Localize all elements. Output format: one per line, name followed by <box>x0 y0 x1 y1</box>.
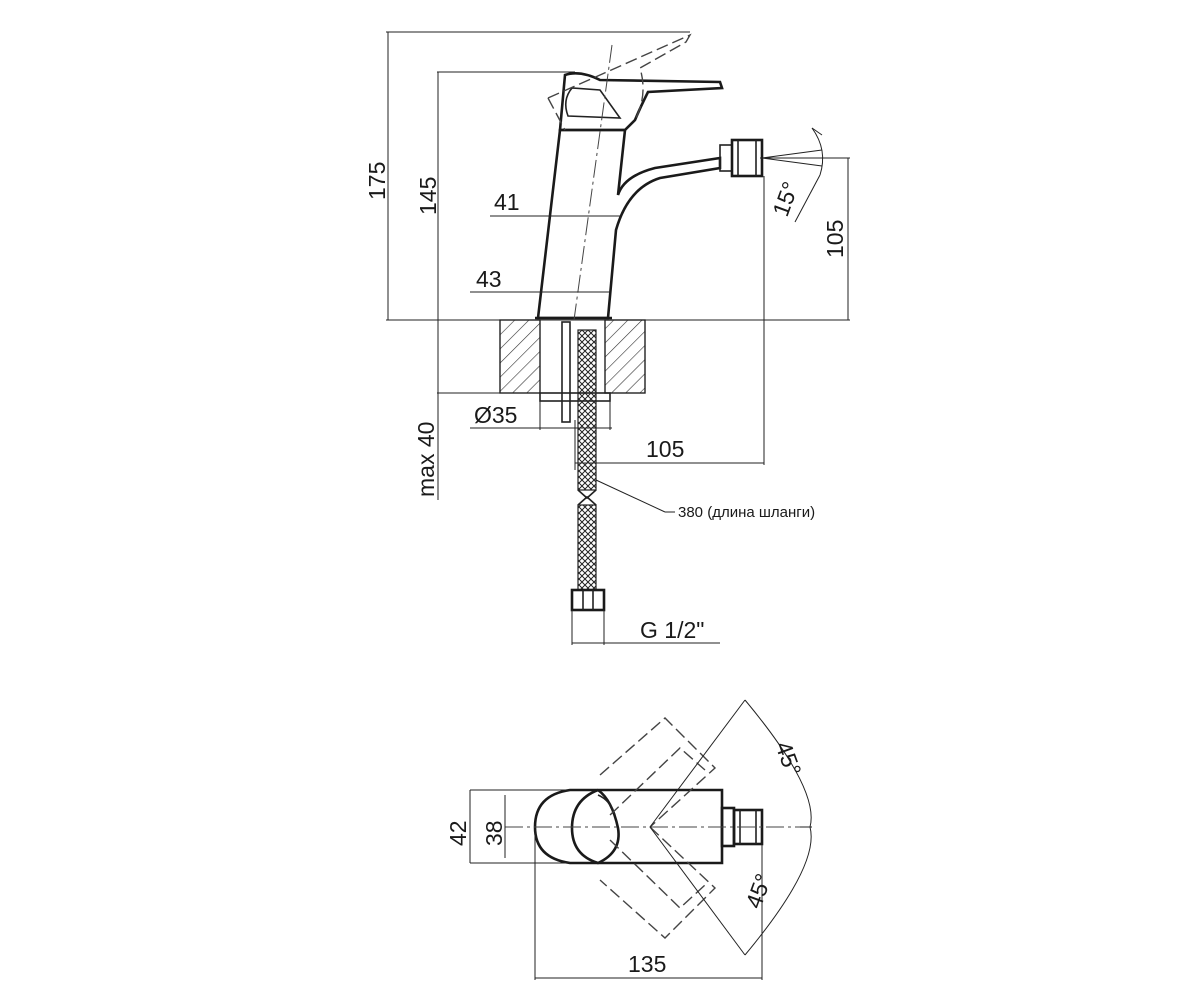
hose-lower <box>577 504 597 591</box>
countertop-left <box>499 319 541 394</box>
handle-rotated-right <box>599 826 717 939</box>
top-view: 42 38 45° 45° 135 <box>445 699 812 980</box>
label-41: 41 <box>494 189 520 215</box>
label-thread: G 1/2" <box>640 617 704 643</box>
handle-rotated-left <box>599 717 717 828</box>
handle-raised-edge <box>547 97 566 131</box>
label-43: 43 <box>476 266 502 292</box>
hose-break-lower <box>577 495 597 506</box>
label-angle-lower: 45° <box>740 870 776 912</box>
mounting-stud <box>561 321 571 423</box>
hose-fitting <box>570 588 606 612</box>
label-38: 38 <box>481 820 507 846</box>
label-diameter: Ø35 <box>474 402 517 428</box>
label-angle-upper: 45° <box>770 738 806 780</box>
label-105-reach: 105 <box>646 436 684 462</box>
label-135: 135 <box>628 951 666 977</box>
spray-arc <box>811 127 824 176</box>
label-145: 145 <box>415 177 441 215</box>
outlet-nozzle <box>730 138 764 178</box>
hose-leader <box>595 479 666 513</box>
label-175: 175 <box>364 162 390 200</box>
label-max-40: max 40 <box>413 422 439 497</box>
faucet-body <box>536 128 722 320</box>
handle-raised-position <box>547 33 692 121</box>
hose-upper <box>577 329 597 491</box>
label-hose-length: 380 (длина шланги) <box>678 504 815 521</box>
body-axis <box>573 44 613 321</box>
countertop-right <box>604 319 646 394</box>
mounting-washer <box>539 392 611 402</box>
side-view: 175 145 41 43 105 15° Ø35 max 40 105 380… <box>364 31 850 645</box>
handle-detail <box>564 87 622 119</box>
spray-line-1 <box>761 149 823 159</box>
spray-line-2 <box>761 157 823 167</box>
outlet-nozzle-ring <box>719 144 733 172</box>
label-42: 42 <box>445 820 471 846</box>
label-spray-angle: 15° <box>767 178 803 220</box>
label-105-vertical: 105 <box>822 220 848 258</box>
